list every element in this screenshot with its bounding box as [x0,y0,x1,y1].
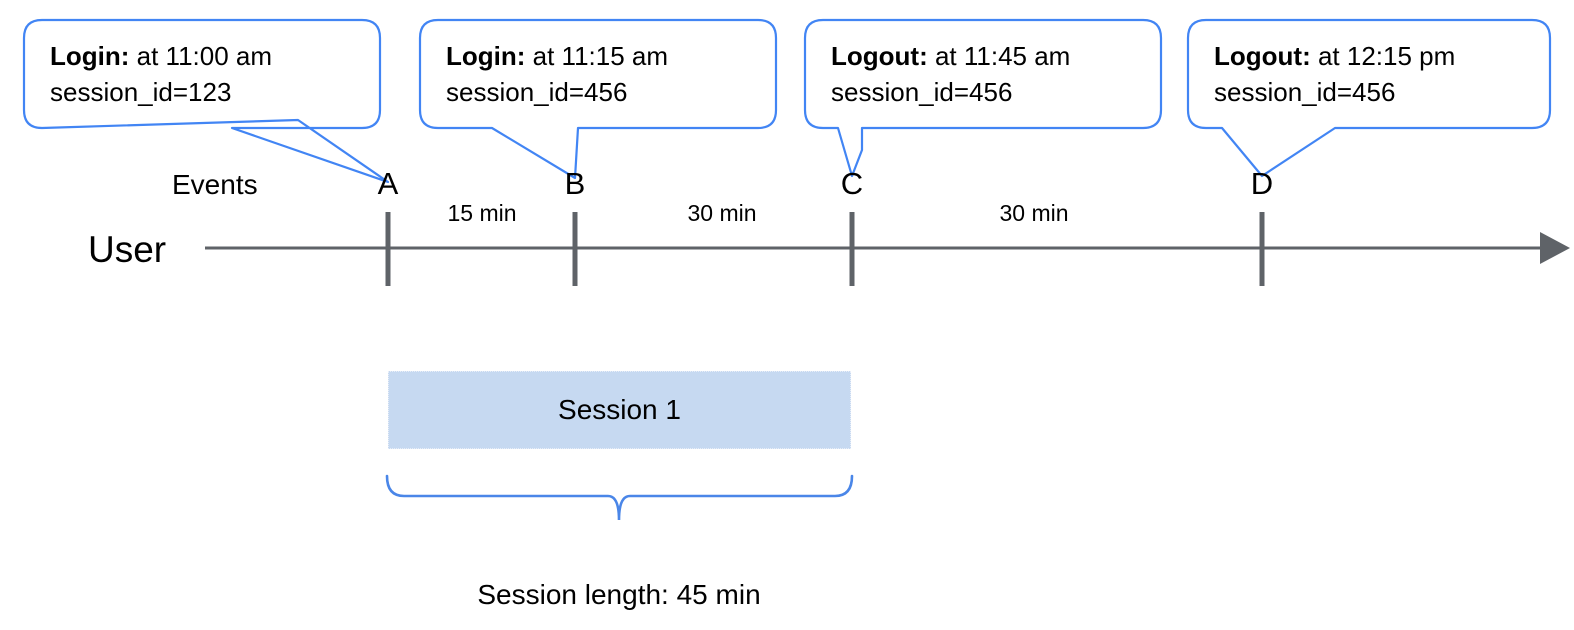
session-brace [385,474,854,521]
callout-text-c: Logout: at 11:45 am session_id=456 [831,38,1070,110]
callout-event-d: Logout: [1214,41,1311,71]
interval-label-b-c: 30 min [687,200,757,226]
callout-time-d: at 12:15 pm [1310,41,1456,71]
callout-time-a: at 11:00 am [129,41,273,71]
callout-time-c: at 11:45 am [927,41,1071,71]
callout-event-c: Logout: [831,41,928,71]
tick-label-c: C [840,166,864,201]
callout-time-b: at 11:15 am [525,41,669,71]
session-bar-label: Session 1 [558,394,681,425]
interval-label-c-d: 30 min [999,200,1069,226]
callout-event-b: Login: [446,41,526,71]
callout-event-a: Login: [50,41,130,71]
callout-bubble-a [22,18,390,184]
callout-bubble-b [418,18,778,180]
user-lane-label: User [88,229,167,270]
axis-arrow-icon [1540,232,1570,264]
callout-text-d: Logout: at 12:15 pm session_id=456 [1214,38,1455,110]
callout-text-b: Login: at 11:15 am session_id=456 [446,38,668,110]
tick-label-d: D [1250,166,1274,201]
timeline-axis [205,232,1570,264]
session-bar[interactable]: Session 1 [388,371,851,449]
events-lane-label: Events [172,169,258,200]
callout-session-d: session_id=456 [1214,77,1396,107]
callout-text-a: Login: at 11:00 am session_id=123 [50,38,272,110]
callout-bubble-d [1186,18,1552,178]
callout-session-b: session_id=456 [446,77,628,107]
callout-session-c: session_id=456 [831,77,1013,107]
tick-label-b: B [564,166,586,201]
callout-session-a: session_id=123 [50,77,232,107]
callout-bubble-c [803,18,1163,178]
session-length-caption: Session length: 45 min [477,579,761,610]
interval-label-a-b: 15 min [447,200,517,226]
tick-label-a: A [377,166,399,201]
